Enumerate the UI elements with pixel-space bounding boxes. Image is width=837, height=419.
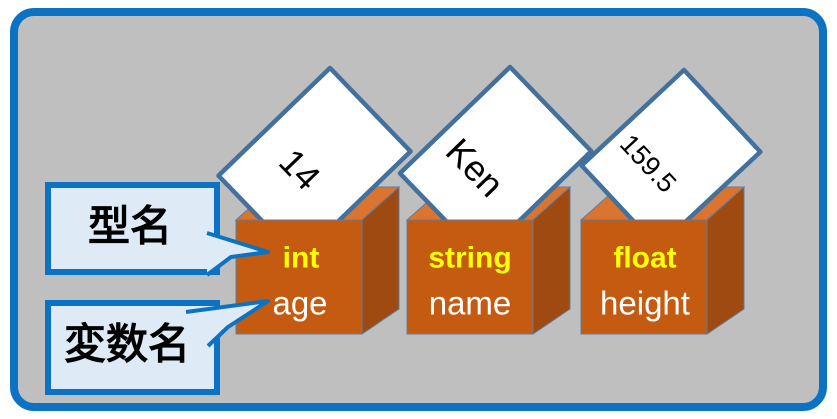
callout-box <box>45 300 220 395</box>
variable-name-label: height <box>600 285 690 322</box>
callout-variable-name: 変数名 <box>45 299 270 395</box>
box-side-face <box>706 185 745 335</box>
value-card-name: Ken <box>397 64 594 260</box>
callout-tail <box>205 231 270 277</box>
value-card-height: 159.5 <box>579 67 763 250</box>
variable-name-label: age <box>272 285 327 322</box>
box-side-face <box>532 185 571 335</box>
box-front-face <box>580 219 708 335</box>
card-shape <box>579 67 763 250</box>
variable-name-label: name <box>429 285 512 322</box>
card-shape <box>397 64 594 260</box>
callout-box <box>45 182 220 275</box>
box-front-face <box>406 219 534 335</box>
box-side-face <box>361 185 400 335</box>
variable-box-age: 14 int age <box>216 65 413 335</box>
box-front-face <box>235 219 363 335</box>
card-shape <box>216 65 413 262</box>
type-name-label: int <box>283 242 320 275</box>
type-name-label: string <box>428 242 511 275</box>
callout-tail <box>185 299 270 348</box>
callout-label: 変数名 <box>64 321 190 368</box>
type-name-label: float <box>613 242 676 275</box>
callout-label: 型名 <box>88 203 172 250</box>
variable-box-height: 159.5 float height <box>579 67 763 335</box>
variable-box-name: Ken string name <box>397 64 594 335</box>
value-card-age: 14 <box>216 65 413 262</box>
callout-type-name: 型名 <box>45 182 270 277</box>
